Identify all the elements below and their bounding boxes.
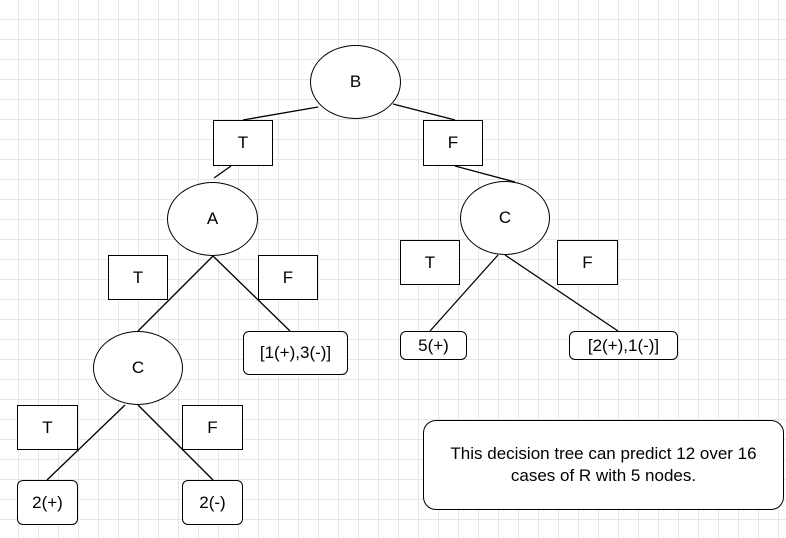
leaf-c-right-true: 5(+): [400, 331, 467, 360]
edge-label-c-right-false: F: [557, 240, 618, 285]
leaf-c-left-true: 2(+): [17, 480, 78, 525]
leaf-c-right-false: [2(+),1(-)]: [569, 331, 678, 360]
edge-label-c-right-true: T: [400, 240, 460, 285]
edge-t-to-a: [213, 165, 232, 179]
node-c-left: C: [93, 331, 183, 405]
edge-label-a-true: T: [108, 255, 168, 300]
summary-note: This decision tree can predict 12 over 1…: [423, 420, 784, 510]
edge-label-b-true: T: [213, 120, 273, 166]
node-b: B: [310, 45, 401, 119]
node-a: A: [167, 182, 258, 256]
edge-label-c-left-true: T: [17, 405, 78, 450]
edge-a-to-leaf: [212, 255, 291, 332]
edge-f-to-c: [454, 165, 516, 183]
edge-label-a-false: F: [258, 255, 318, 300]
edge-c-left-to-leaf-t: [46, 404, 126, 481]
edge-a-to-c-left: [137, 255, 214, 332]
node-c-right: C: [460, 181, 550, 255]
edge-label-b-false: F: [423, 120, 483, 166]
edge-b-to-t: [242, 106, 319, 121]
leaf-a-false: [1(+),3(-)]: [243, 331, 348, 375]
edge-c-right-to-leaf-f: [504, 254, 619, 332]
edge-c-left-to-leaf-f: [137, 404, 214, 481]
edge-label-c-left-false: F: [182, 405, 243, 450]
leaf-c-left-false: 2(-): [182, 480, 243, 525]
edge-c-right-to-leaf-t: [429, 254, 499, 332]
edge-b-to-f: [392, 103, 456, 121]
